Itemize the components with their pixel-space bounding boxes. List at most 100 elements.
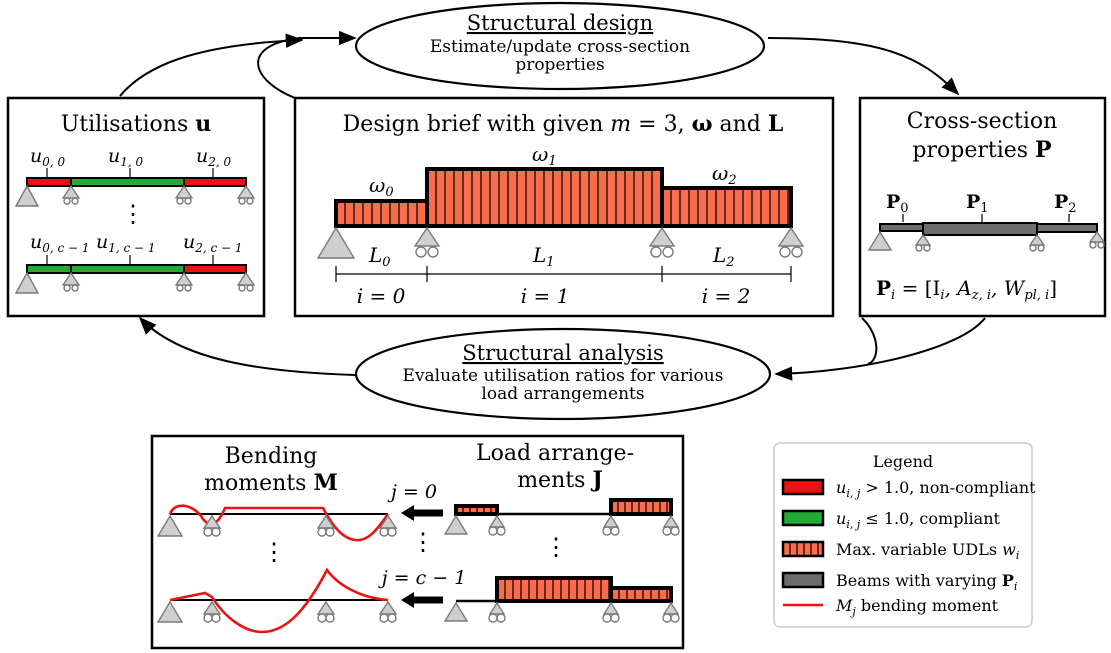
omega-label-2: ω2 <box>712 161 737 188</box>
load-ellipsis: ⋮ <box>544 533 568 561</box>
legend-title: Legend <box>873 452 933 471</box>
utilisation-beam-bottom: u0, c − 1 u1, c − 1 u2, c − 1 <box>14 231 256 294</box>
util-bar-green <box>26 264 72 274</box>
legend-item-beam: Beams with varying Pi <box>781 571 1017 593</box>
roller-support <box>236 271 256 292</box>
pin-support <box>14 271 40 294</box>
beam-segment-2 <box>1036 223 1098 233</box>
roller-support <box>174 271 194 292</box>
utilisation-beam-top: u0, 0 u1, 0 u2, 0 <box>14 145 256 207</box>
roller-support <box>378 600 398 623</box>
span-label-2: L2 <box>712 243 735 270</box>
svg-text:u2, 0: u2, 0 <box>196 145 232 169</box>
structural-design-line1: Estimate/update cross-section <box>430 37 690 57</box>
svg-text:ui, j ≤ 1.0, compliant: ui, j ≤ 1.0, compliant <box>836 509 1001 531</box>
structural-design-title: Structural design <box>467 11 653 35</box>
udl-hatching <box>344 201 418 226</box>
structural-design-line2: properties <box>515 55 604 75</box>
flow-arrows <box>119 30 986 381</box>
svg-text:Max. variable UDLs wi: Max. variable UDLs wi <box>836 540 1019 562</box>
pin-support <box>156 600 184 623</box>
roller-support <box>488 514 506 536</box>
svg-text:Beams with varying Pi: Beams with varying Pi <box>836 571 1017 593</box>
udl-hatching <box>789 542 819 556</box>
udl-hatching <box>618 588 668 601</box>
structural-analysis-title: Structural analysis <box>462 341 663 365</box>
arrow-brief-to-analysis <box>861 317 878 365</box>
roller-support <box>202 600 222 623</box>
cross-section-panel: Cross-section properties P P0 P1 P2 Pi =… <box>858 96 1107 318</box>
util-bar-green <box>70 264 185 274</box>
arrow-util-to-design <box>119 33 304 97</box>
roller-support <box>777 226 805 258</box>
j-label-top: j = 0 <box>387 481 437 503</box>
structural-analysis-line1: Evaluate utilisation ratios for various <box>403 366 724 386</box>
roller-support <box>1088 230 1106 249</box>
bending-moment-curve <box>169 567 389 634</box>
p-label-2: P2 <box>1054 191 1077 216</box>
udl-span-0 <box>334 199 429 228</box>
roller-support <box>914 233 932 252</box>
load-arr-title-line2: ments J <box>517 467 603 493</box>
svg-text:ui, j > 1.0, non-compliant: ui, j > 1.0, non-compliant <box>836 478 1036 500</box>
udl-span-2 <box>660 186 793 228</box>
udl-hatching <box>462 506 492 514</box>
pin-support <box>867 230 893 251</box>
load-beam-bottom <box>443 576 680 623</box>
udl-hatching <box>617 500 668 514</box>
structural-design-node: Structural design Estimate/update cross-… <box>354 1 766 91</box>
bending-beam-bottom <box>156 567 398 634</box>
p-label-0: P0 <box>886 191 909 216</box>
design-brief-title: Design brief with given m = 3, ω and L <box>343 111 784 137</box>
omega-label-1: ω1 <box>532 142 557 169</box>
utilisation-ellipsis: ⋮ <box>121 200 145 228</box>
bending-ellipsis: ⋮ <box>262 538 286 566</box>
span-index-2: i = 2 <box>702 284 751 308</box>
arrow-design-to-props <box>767 37 960 96</box>
legend: Legend ui, j > 1.0, non-compliant ui, j … <box>773 442 1036 628</box>
utilisations-title: Utilisations u <box>61 111 211 137</box>
bending-moment-curve <box>168 504 390 542</box>
j-label-bottom: j = c − 1 <box>378 567 467 589</box>
thick-arrow-top <box>401 505 443 521</box>
roller-support <box>236 184 256 205</box>
pin-support <box>14 184 40 207</box>
span-label-1: L1 <box>532 243 555 270</box>
roller-support <box>316 600 336 623</box>
svg-text:u1, c − 1: u1, c − 1 <box>96 231 156 255</box>
pin-support <box>316 226 356 259</box>
pin-support <box>443 514 469 535</box>
roller-support <box>662 601 680 623</box>
load-arr-title-line1: Load arrange- <box>476 441 634 466</box>
design-brief-panel: Design brief with given m = 3, ω and L ω… <box>293 96 835 318</box>
udl-hatching <box>670 188 789 226</box>
structural-analysis-node: Structural analysis Evaluate utilisation… <box>354 327 772 421</box>
span-index-0: i = 0 <box>357 284 406 308</box>
cross-section-title-line2: properties P <box>912 137 1051 163</box>
util-bar-red <box>183 264 247 274</box>
svg-text:u1, 0: u1, 0 <box>108 145 144 169</box>
span-label-0: L0 <box>368 243 391 270</box>
roller-support <box>61 184 81 205</box>
svg-text:u2, c − 1: u2, c − 1 <box>183 231 243 255</box>
beam-segment-1 <box>922 222 1038 236</box>
roller-support <box>488 601 506 623</box>
pin-support <box>443 601 469 622</box>
roller-support <box>662 514 680 536</box>
arrow-props-to-analysis <box>774 317 986 381</box>
load-beam-top <box>443 498 680 536</box>
span-index-1: i = 1 <box>521 284 570 308</box>
roller-support <box>648 226 676 258</box>
dimension-line <box>335 266 792 282</box>
util-bar-red <box>26 177 72 187</box>
util-bar-green <box>70 177 185 187</box>
bending-title-line1: Bending <box>225 444 318 469</box>
thick-arrow-bottom <box>401 592 443 608</box>
j-dots: ⋮ <box>411 528 435 556</box>
legend-item-udl: Max. variable UDLs wi <box>781 540 1019 562</box>
omega-label-0: ω0 <box>369 173 394 200</box>
roller-support <box>202 514 222 537</box>
legend-item-compliant: ui, j ≤ 1.0, compliant <box>781 509 1001 531</box>
roller-support <box>378 514 398 537</box>
roller-support <box>174 184 194 205</box>
